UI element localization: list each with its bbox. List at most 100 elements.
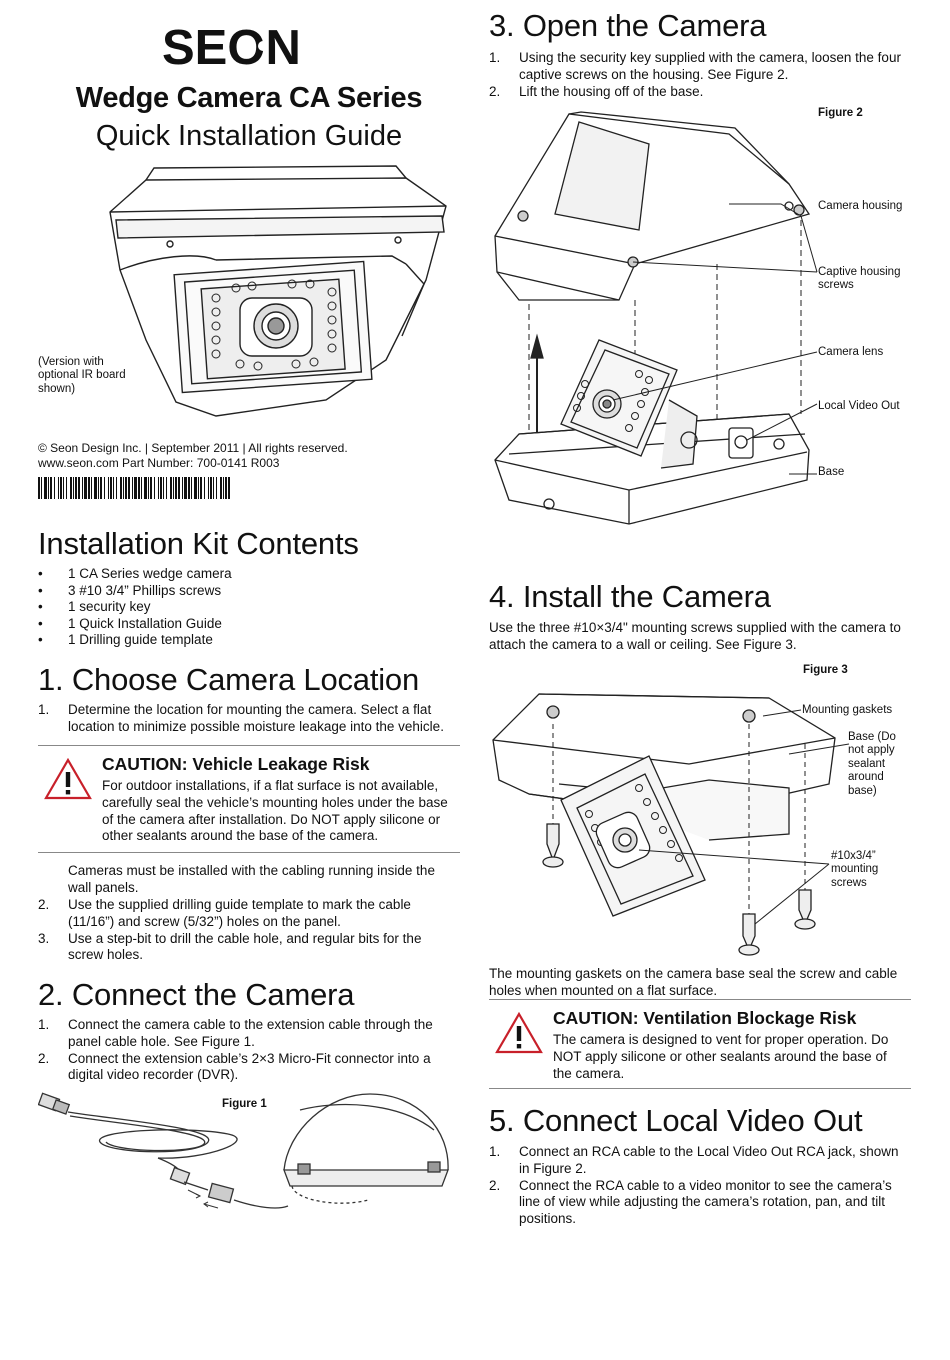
barcode-bar [166,477,167,499]
section5-step1: 1.Connect an RCA cable to the Local Vide… [489,1144,899,1176]
kit-list: •1 CA Series wedge camera •3 #10 3/4” Ph… [38,566,460,649]
logo-text: SEON [162,22,301,68]
section4-intro: Use the three #10×3/4" mounting screws s… [489,620,901,652]
barcode-bar [144,477,147,499]
web-part-line: www.seon.com Part Number: 700-0141 R003 [38,456,280,470]
figure1-cable-illustration [38,1090,460,1220]
barcode-bar [123,477,124,499]
barcode-bar [160,477,162,499]
barcode-bar [184,477,187,499]
section1-steps-b: 2.Use the supplied drilling guide templa… [38,897,460,964]
barcode-bar [213,477,214,499]
figure2-open-camera-illustration [489,104,911,564]
barcode-bar [108,477,109,499]
caution-leakage: CAUTION: Vehicle Leakage Risk For outdoo… [38,745,460,853]
hero-camera-illustration [106,160,456,422]
barcode-bar [48,477,49,499]
barcode-bar [134,477,137,499]
barcode-bar [198,477,199,499]
barcode-bar [98,477,99,499]
section1-steps-a: 1.Determine the location for mounting th… [38,702,460,736]
barcode-bar [116,477,117,499]
figure3-label: Figure 3 [803,664,848,676]
logo-eye-icon [258,41,268,51]
barcode-bar [216,477,217,499]
barcode-bar [50,477,52,499]
caution-ventilation-body: The camera is designed to vent for prope… [553,1032,889,1081]
barcode-bar [75,477,77,499]
callout-camera-housing: Camera housing [818,200,903,212]
barcode-bar [88,477,90,499]
barcode-bar [128,477,130,499]
callout-mounting-gaskets: Mounting gaskets [802,704,893,716]
callout-captive-screws: Captive housing screws [818,266,901,292]
warning-triangle-icon [495,1012,543,1054]
barcode-bar [60,477,62,499]
barcode-bar [173,477,174,499]
barcode [38,477,234,499]
barcode-bar [188,477,190,499]
section2-heading: 2. Connect the Camera [38,977,355,1012]
barcode-bar [125,477,127,499]
section2-steps: 1.Connect the camera cable to the extens… [38,1017,460,1084]
kit-item: •1 security key [38,599,151,615]
barcode-bar [132,477,133,499]
kit-item: •1 Drilling guide template [38,632,213,648]
section1-step1: 1.Determine the location for mounting th… [38,702,444,734]
section3-step2: 2.Lift the housing off of the base. [489,83,704,99]
section5-step2: 2.Connect the RCA cable to a video monit… [489,1177,892,1227]
barcode-bar [38,477,40,499]
barcode-bar [175,477,177,499]
barcode-bar [78,477,80,499]
barcode-bar [73,477,74,499]
barcode-bar [158,477,159,499]
barcode-bar [58,477,59,499]
section1-heading: 1. Choose Camera Location [38,662,420,697]
barcode-bar [94,477,97,499]
figure2-label: Figure 2 [818,107,863,119]
barcode-bar [141,477,142,499]
barcode-bar [178,477,180,499]
barcode-bar [70,477,72,499]
caution-ventilation-title: CAUTION: Ventilation Blockage Risk [553,1008,857,1028]
barcode-bar [182,477,183,499]
figure1-label: Figure 1 [222,1098,267,1110]
barcode-bar [63,477,64,499]
kit-heading: Installation Kit Contents [38,526,359,561]
caution-leakage-title: CAUTION: Vehicle Leakage Risk [102,754,370,774]
barcode-bar [54,477,55,499]
barcode-bar [44,477,47,499]
barcode-bar [148,477,149,499]
seon-logo: SEON [160,22,340,68]
barcode-bar [100,477,102,499]
section2-step1: 1.Connect the camera cable to the extens… [38,1017,433,1049]
barcode-bar [84,477,87,499]
barcode-bar [66,477,67,499]
section2-step2: 2.Connect the extension cable’s 2×3 Micr… [38,1050,431,1083]
barcode-bar [191,477,192,499]
callout-base-note: Base (Do not apply sealant around base) [848,731,896,797]
barcode-bar [120,477,122,499]
section3-steps: 1.Using the security key supplied with t… [489,50,911,100]
barcode-bar [163,477,164,499]
figure3-install-illustration [489,684,911,960]
barcode-bar [154,477,155,499]
caution-leakage-body: For outdoor installations, if a flat sur… [102,778,448,844]
barcode-bar [41,477,42,499]
caution-ventilation: CAUTION: Ventilation Blockage Risk The c… [489,999,911,1089]
barcode-bar [82,477,83,499]
section5-heading: 5. Connect Local Video Out [489,1103,863,1138]
callout-mounting-screws: #10x3/4” mounting screws [831,850,879,889]
section1-note: Cameras must be installed with the cabli… [68,863,435,895]
barcode-bar [220,477,222,499]
barcode-bar [104,477,105,499]
section4-heading: 4. Install the Camera [489,579,771,614]
barcode-bar [225,477,227,499]
barcode-bar [210,477,212,499]
section1-step2: 2.Use the supplied drilling guide templa… [38,897,411,929]
barcode-bar [150,477,152,499]
document-subtitle: Quick Installation Guide [95,120,403,152]
callout-local-video-out: Local Video Out [818,400,900,412]
callout-base: Base [818,466,845,478]
